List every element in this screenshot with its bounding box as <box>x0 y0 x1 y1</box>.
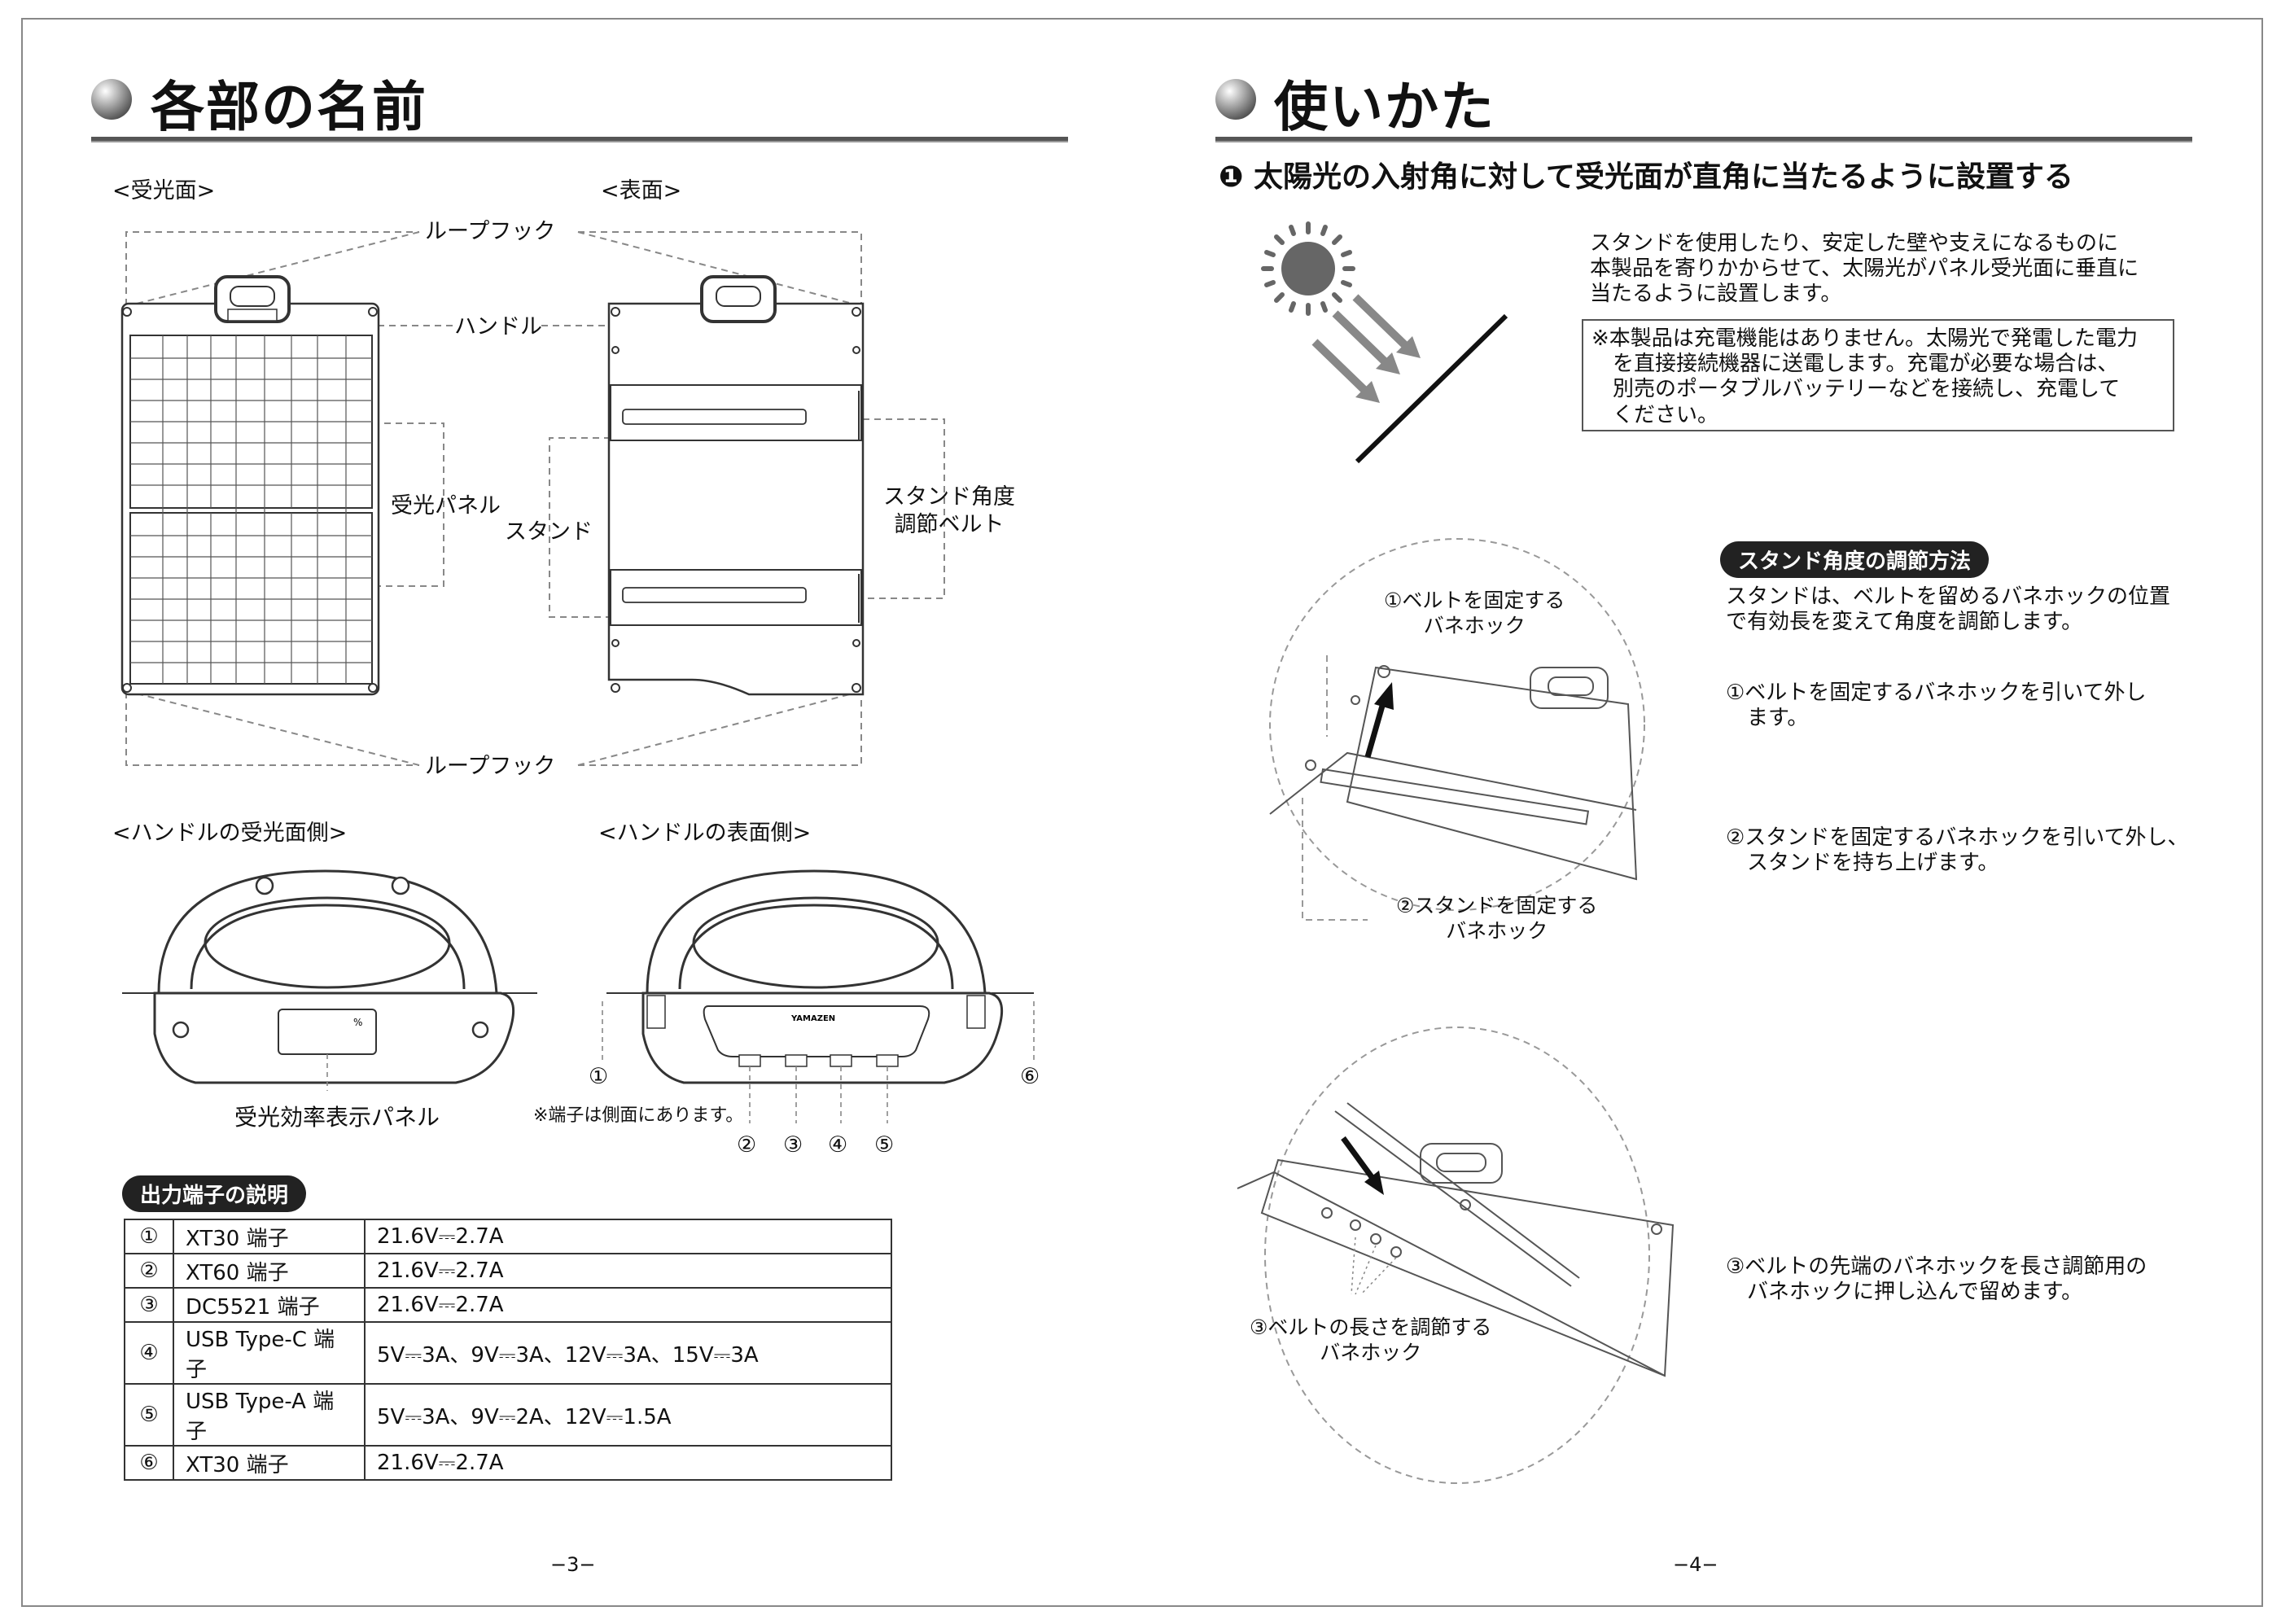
sun-icon <box>1261 221 1355 316</box>
adjust-diagram <box>1237 538 1675 1484</box>
step-1-text: ①ベルトを固定するバネホックを引いて外し ます。 <box>1726 681 2147 731</box>
front-side-label: <表面> <box>601 178 682 204</box>
terminal-spec: 5V⎓3A、9V⎓3A、12V⎓3A、15V⎓3A <box>364 1321 892 1385</box>
adjust-description: スタンドは、ベルトを留めるバネホックの位置 で有効長を変えて角度を調節します。 <box>1726 584 2171 635</box>
callout-5: ⑤ <box>874 1132 895 1158</box>
title-bullet-icon <box>91 79 132 120</box>
handle-back-label: <ハンドルの受光面側> <box>112 821 348 846</box>
terminal-spec: 21.6V⎓2.7A <box>364 1253 892 1289</box>
page-title-left: 各部の名前 <box>151 76 427 138</box>
handle-front-label: <ハンドルの表面側> <box>598 821 812 846</box>
row-number: ③ <box>124 1287 174 1323</box>
callout-belt-hook: ①ベルトを固定する バネホック <box>1384 589 1565 638</box>
callout-length-hook: ③ベルトの長さを調節する バネホック <box>1250 1315 1492 1365</box>
step-3-text: ③ベルトの先端のバネホックを長さ調節用の バネホックに押し込んで留めます。 <box>1726 1254 2147 1305</box>
page-number-right: −4− <box>1673 1553 1718 1576</box>
row-number: ① <box>124 1219 174 1254</box>
page-title-right: 使いかた <box>1274 76 1495 138</box>
callout-3: ③ <box>783 1132 803 1158</box>
sun-diagram <box>1261 221 1508 464</box>
svg-text:%: % <box>353 1017 362 1028</box>
terminal-spec: 21.6V⎓2.7A <box>364 1287 892 1323</box>
step-2-text: ②スタンドを固定するバネホックを引いて外し、 スタンドを持ち上げます。 <box>1726 825 2189 876</box>
terminal-spec: 5V⎓3A、9V⎓2A、12V⎓1.5A <box>364 1383 892 1447</box>
title-bullet-icon <box>1215 79 1256 120</box>
row-number: ② <box>124 1253 174 1289</box>
handle-brand-text: YAMAZEN <box>790 1014 835 1023</box>
stand-label: スタンド <box>505 519 593 545</box>
terminal-name: DC5521 端子 <box>173 1287 366 1323</box>
terminal-name: USB Type-C 端子 <box>173 1321 366 1385</box>
loop-hook-bottom-label: ループフック <box>425 754 556 779</box>
callout-4: ④ <box>828 1132 848 1158</box>
handle-label: ハンドル <box>454 314 542 339</box>
terminal-name: USB Type-A 端子 <box>173 1383 366 1447</box>
belt-label: スタンド角度 調節ベルト <box>883 484 1015 537</box>
terminal-name: XT30 端子 <box>173 1445 366 1481</box>
light-arrows <box>1311 294 1409 394</box>
adjust-title-badge: スタンド角度の調節方法 <box>1720 541 1990 578</box>
terminal-note: ※端子は側面にあります。 <box>533 1105 744 1126</box>
terminal-name: XT30 端子 <box>173 1219 366 1254</box>
row-number: ④ <box>124 1321 174 1385</box>
handle-diagram: % YAMAZEN <box>122 869 1035 1123</box>
page-frame <box>21 18 2263 1607</box>
note-text: ※本製品は充電機能はありません。太陽光で発電した電力 を直接接続機器に送電します… <box>1591 326 2139 427</box>
terminal-spec: 21.6V⎓2.7A <box>364 1445 892 1481</box>
page-number-left: −3− <box>550 1553 596 1576</box>
efficiency-panel-label: 受光効率表示パネル <box>234 1104 440 1131</box>
terminal-name: XT60 端子 <box>173 1253 366 1289</box>
step-heading: ❶ 太陽光の入射角に対して受光面が直角に当たるように設置する <box>1219 160 2073 194</box>
parts-diagram <box>120 231 945 766</box>
row-number: ⑥ <box>124 1445 174 1481</box>
intro-text: スタンドを使用したり、安定した壁や支えになるものに 本製品を寄りかからせて、太陽… <box>1590 231 2139 307</box>
row-number: ⑤ <box>124 1383 174 1447</box>
callout-6: ⑥ <box>1020 1064 1040 1089</box>
loop-hook-top-label: ループフック <box>425 219 556 244</box>
table-title-badge: 出力端子の説明 <box>122 1175 307 1212</box>
title-rule-right <box>1215 137 2192 142</box>
title-rule-left <box>91 137 1068 142</box>
panel-line <box>1355 313 1508 464</box>
note-box <box>1582 319 2174 431</box>
callout-1: ① <box>589 1064 609 1089</box>
callout-stand-hook: ②スタンドを固定する バネホック <box>1396 894 1598 943</box>
terminal-spec: 21.6V⎓2.7A <box>364 1219 892 1254</box>
panel-label: 受光パネル <box>391 493 501 519</box>
callout-2: ② <box>737 1132 757 1158</box>
back-side-label: <受光面> <box>112 178 216 204</box>
